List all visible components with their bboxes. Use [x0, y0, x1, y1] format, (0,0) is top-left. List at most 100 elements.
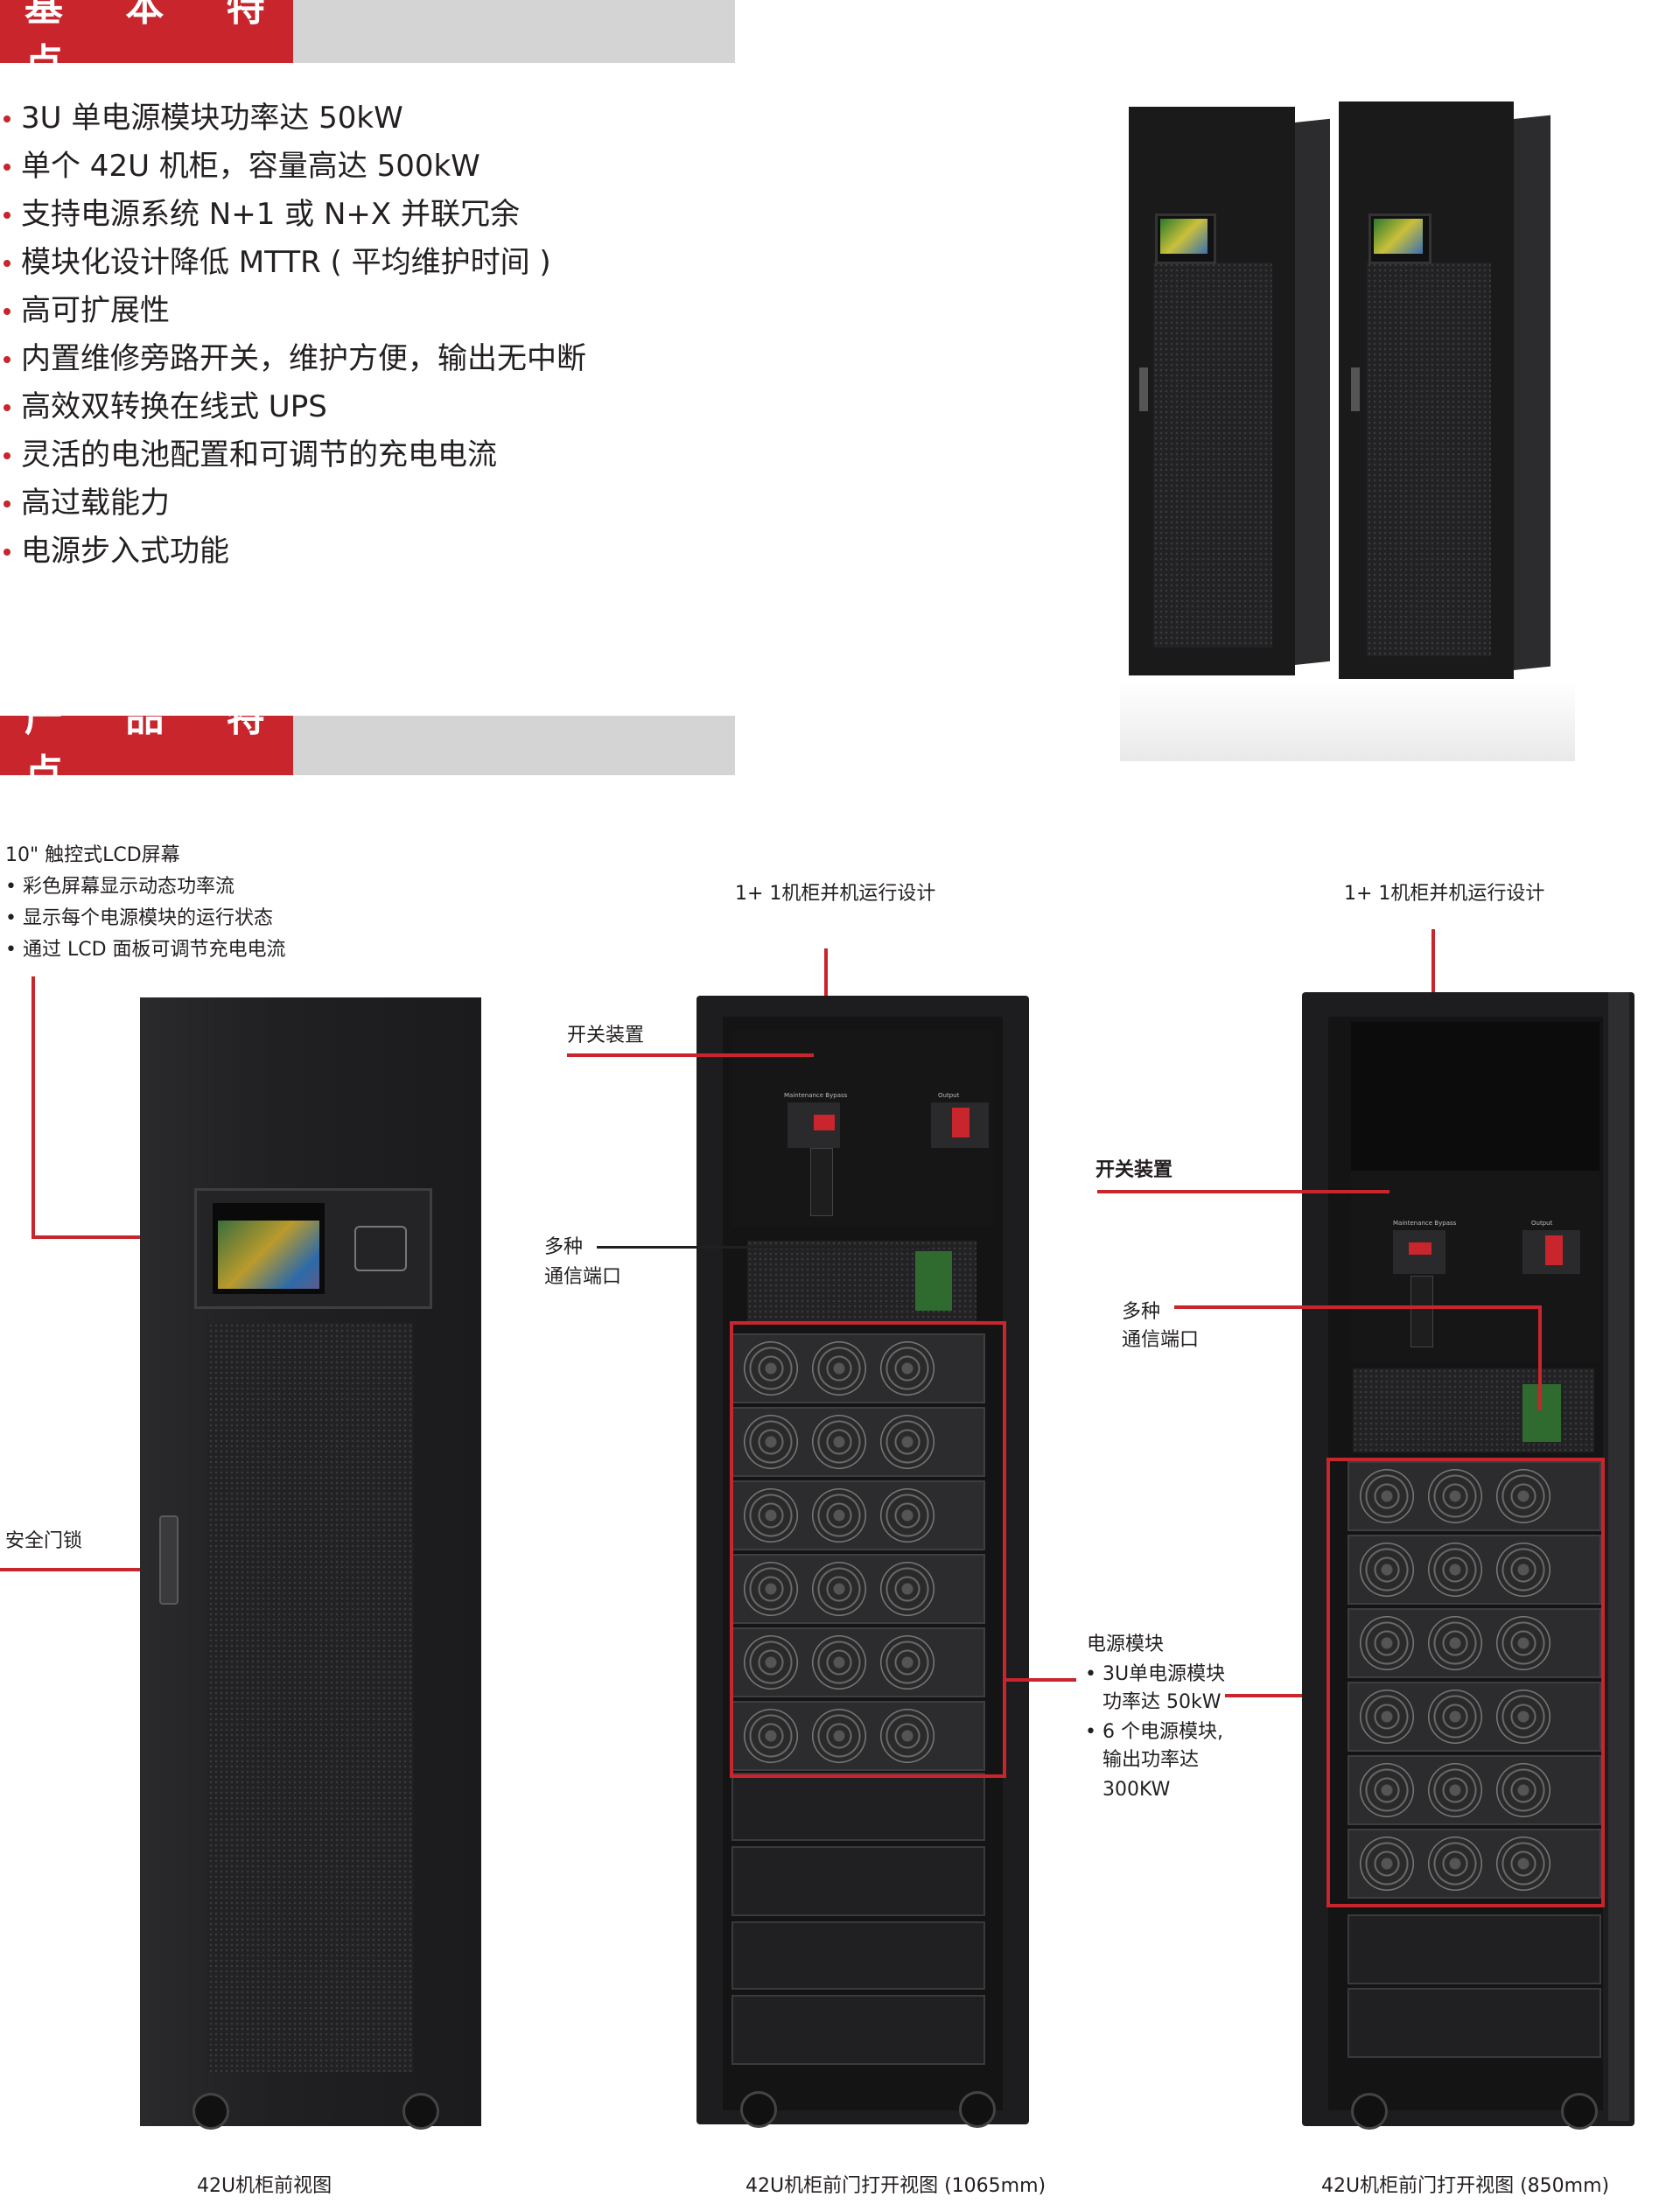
comm-leader-2 — [1174, 1305, 1542, 1309]
fan-icon — [1496, 1616, 1550, 1670]
feature-item: 3U 单电源模块功率达 50kW — [0, 94, 586, 143]
power-module-highlight-1 — [730, 1321, 1006, 1778]
feature-item: 支持电源系统 N+1 或 N+X 并联冗余 — [0, 191, 586, 239]
basic-features-header: 基 本 特 点 — [0, 0, 735, 86]
cabinet-front-view — [140, 997, 481, 2130]
feature-item: 高可扩展性 — [0, 287, 586, 335]
parallel-design-label-1: 1+ 1机柜并机运行设计 — [735, 883, 936, 905]
bullet-dot — [4, 164, 10, 171]
feature-text: 3U 单电源模块功率达 50kW — [21, 101, 403, 136]
parallel-leader-1 — [824, 948, 828, 1017]
fan-icon — [744, 1562, 798, 1616]
parallel-leader-2 — [1432, 929, 1435, 1011]
product-photo — [1120, 96, 1575, 761]
fan-icon — [1360, 1763, 1414, 1817]
fan-icon — [1360, 1469, 1414, 1523]
fan-icon — [1428, 1616, 1482, 1670]
feature-text: 高效双转换在线式 UPS — [21, 389, 327, 424]
bullet-dot — [4, 500, 10, 507]
front-door-mesh — [208, 1323, 413, 2072]
feature-item: 灵活的电池配置和可调节的充电电流 — [0, 431, 586, 479]
fan-icon — [1360, 1543, 1414, 1597]
power-module-item2a: • 6 个电源模块, — [1085, 1721, 1223, 1743]
feature-text: 单个 42U 机柜，容量高达 500kW — [21, 149, 480, 184]
fan-icon — [812, 1341, 866, 1396]
product-features-header: 产 品 特 点 — [0, 716, 735, 775]
bullet-dot — [4, 452, 10, 459]
feature-item: 内置维修旁路开关，维护方便，输出无中断 — [0, 335, 586, 383]
fan-icon — [880, 1709, 934, 1763]
comm-label-1a: 多种 — [544, 1236, 584, 1258]
fan-icon — [1360, 1690, 1414, 1744]
comm-label-2a: 多种 — [1122, 1301, 1161, 1323]
bullet-dot — [4, 356, 10, 363]
fan-icon — [812, 1562, 866, 1616]
power-module — [1348, 1755, 1601, 1825]
fan-icon — [744, 1488, 798, 1543]
product-features-title: 产 品 特 点 — [0, 716, 293, 775]
feature-item: 电源步入式功能 — [0, 528, 586, 576]
feature-text: 内置维修旁路开关，维护方便，输出无中断 — [21, 341, 586, 376]
fan-icon — [880, 1341, 934, 1396]
power-module-item2c: 300KW — [1102, 1779, 1171, 1801]
parallel-design-label-2: 1+ 1机柜并机运行设计 — [1344, 883, 1545, 905]
bypass-label: Maintenance Bypass — [784, 1092, 848, 1099]
feature-item: 高过载能力 — [0, 479, 586, 528]
bypass-label-2: Maintenance Bypass — [1393, 1220, 1457, 1227]
door-lock-label: 安全门锁 — [5, 1530, 83, 1552]
bullet-dot — [4, 212, 10, 219]
power-module — [732, 1627, 985, 1697]
power-module-item1a: • 3U单电源模块 — [1085, 1663, 1226, 1685]
fan-icon — [1428, 1469, 1482, 1523]
cabinet-open-850: Maintenance Bypass Output — [1302, 992, 1634, 2130]
feature-item: 模块化设计降低 MTTR ( 平均维护时间 ) — [0, 239, 586, 287]
switch-panel-2: Maintenance Bypass Output — [1351, 1171, 1600, 1361]
lcd-leader-line — [32, 976, 35, 1239]
caption-open-1065: 42U机柜前门打开视图 (1065mm) — [746, 2175, 1046, 2197]
fan-icon — [1428, 1763, 1482, 1817]
comm-leader-2-drop — [1538, 1305, 1542, 1410]
fan-icon — [880, 1562, 934, 1616]
feature-text: 电源步入式功能 — [21, 534, 229, 569]
power-module-item1b: 功率达 50kW — [1102, 1691, 1222, 1713]
power-module — [1348, 1829, 1601, 1899]
lcd-callout-title: 10" 触控式LCD屏幕 — [5, 844, 180, 866]
basic-features-title: 基 本 特 点 — [0, 0, 293, 86]
bullet-dot — [4, 115, 10, 122]
fan-icon — [1428, 1837, 1482, 1891]
power-module — [1348, 1461, 1601, 1531]
switch-panel: Maintenance Bypass Output — [732, 1031, 994, 1227]
fan-icon — [744, 1709, 798, 1763]
cabinet-open-1065: Maintenance Bypass Output — [696, 996, 1029, 2128]
comm-label-2b: 通信端口 — [1122, 1329, 1200, 1351]
feature-text: 模块化设计降低 MTTR ( 平均维护时间 ) — [21, 245, 551, 280]
power-module — [732, 1480, 985, 1550]
switch-leader-1 — [567, 1053, 814, 1057]
fan-icon — [1360, 1837, 1414, 1891]
power-module-item2b: 输出功率达 — [1102, 1749, 1200, 1771]
comm-label-1b: 通信端口 — [544, 1266, 622, 1288]
fan-icon — [1496, 1837, 1550, 1891]
feature-text: 高过载能力 — [21, 486, 170, 521]
fan-icon — [1428, 1690, 1482, 1744]
power-module-leader-right — [1225, 1694, 1328, 1697]
basic-features-list: 3U 单电源模块功率达 50kW 单个 42U 机柜，容量高达 500kW 支持电源… — [0, 94, 586, 576]
feature-item: 高效双转换在线式 UPS — [0, 383, 586, 431]
fan-icon — [1428, 1543, 1482, 1597]
feature-item: 单个 42U 机柜，容量高达 500kW — [0, 143, 586, 191]
feature-text: 灵活的电池配置和可调节的充电电流 — [21, 437, 497, 472]
fan-icon — [744, 1415, 798, 1469]
door-lock-leader — [0, 1568, 164, 1571]
power-module — [1348, 1608, 1601, 1678]
fan-icon — [744, 1341, 798, 1396]
door-handle — [159, 1515, 178, 1605]
power-module — [732, 1407, 985, 1477]
fan-icon — [1496, 1690, 1550, 1744]
fan-icon — [812, 1415, 866, 1469]
fan-icon — [1496, 1543, 1550, 1597]
fan-icon — [880, 1415, 934, 1469]
lcd-callout-item: • 彩色屏幕显示动态功率流 — [5, 876, 234, 898]
fan-icon — [812, 1709, 866, 1763]
fan-icon — [812, 1635, 866, 1690]
power-module — [732, 1333, 985, 1403]
